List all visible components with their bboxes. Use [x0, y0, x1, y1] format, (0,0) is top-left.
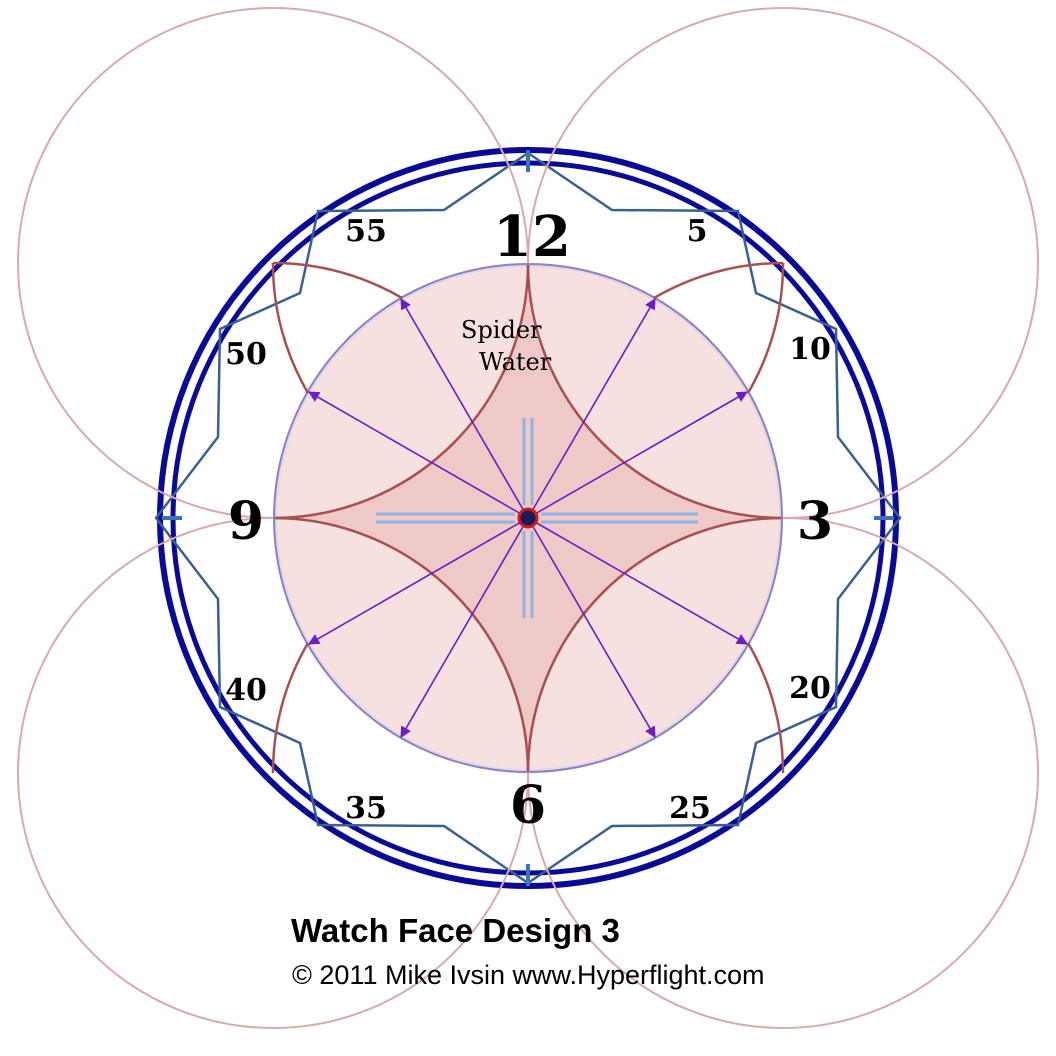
- brand-line-1: Spider: [461, 316, 542, 344]
- cardinal-tick-marks: [162, 150, 894, 886]
- hour-label-3: 3: [797, 491, 833, 552]
- brand-line-2: Water: [479, 348, 552, 376]
- minute-label-35: 35: [345, 791, 387, 826]
- hour-label-6: 6: [510, 775, 546, 836]
- petal-arc-outer-segments: [271, 261, 785, 774]
- minute-label-55: 55: [345, 214, 387, 249]
- petal-fills: [275, 265, 781, 771]
- caption-title: Watch Face Design 3: [291, 912, 620, 949]
- hour-label-12: 12: [493, 204, 571, 270]
- center-pin: [517, 507, 539, 529]
- minute-label-5: 5: [687, 214, 708, 249]
- minute-label-40: 40: [225, 673, 267, 708]
- hand-guides: [376, 418, 698, 618]
- minute-label-25: 25: [669, 791, 711, 826]
- minute-label-10: 10: [789, 332, 831, 367]
- hour-label-9: 9: [228, 491, 264, 552]
- minute-label-50: 50: [225, 337, 267, 372]
- minute-label-20: 20: [789, 671, 831, 706]
- pointer-arrows: [308, 298, 748, 738]
- caption-copyright: © 2011 Mike Ivsin www.Hyperflight.com: [292, 960, 765, 990]
